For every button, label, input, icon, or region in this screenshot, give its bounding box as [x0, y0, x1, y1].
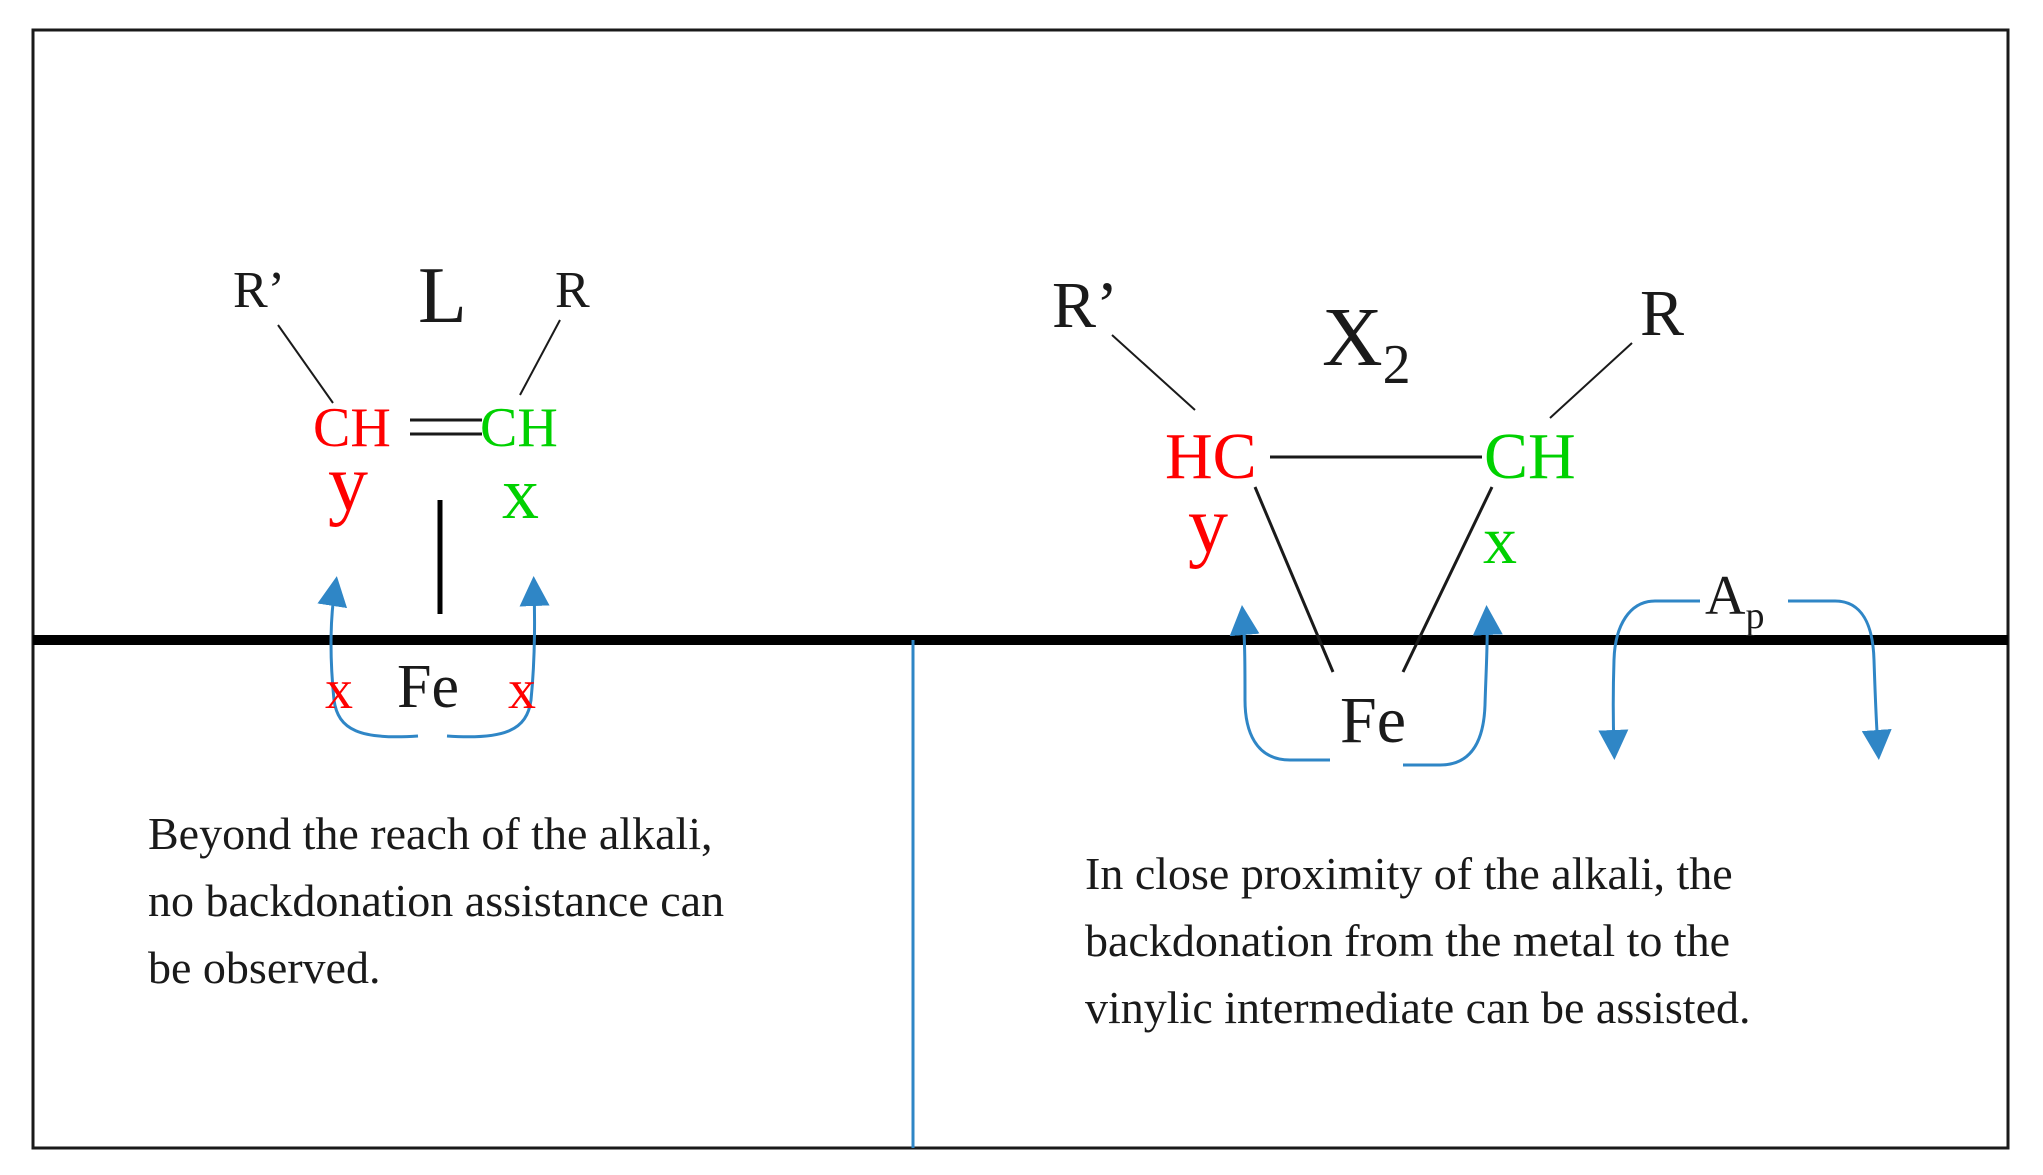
left-r-prime: R’ [233, 262, 285, 319]
left-label: L [418, 252, 467, 340]
left-caption-line: no backdonation assistance can [148, 875, 725, 926]
left-caption: Beyond the reach of the alkali, no backd… [148, 800, 724, 1001]
right-caption: In close proximity of the alkali, the ba… [1085, 840, 1751, 1041]
right-metal-bond-y [1253, 486, 1335, 673]
left-structure: L R’ R CH CH y x Fe x x [233, 252, 590, 739]
right-structure: X2 R’ R HC CH y x Fe Ap [1052, 269, 1892, 767]
promoter-arrow-left [1598, 599, 1700, 760]
right-bond-r [1549, 342, 1633, 419]
right-site-y: y [1188, 482, 1228, 570]
right-arrow-to-x [1403, 605, 1503, 767]
left-bond-r [519, 319, 561, 396]
promoter-label-sub: p [1745, 595, 1764, 637]
right-label: X2 [1322, 291, 1411, 396]
right-caption-line: vinylic intermediate can be assisted. [1085, 982, 1751, 1033]
left-bond-r-prime [277, 324, 334, 404]
right-site-x: x [1483, 502, 1517, 578]
left-caption-line: Beyond the reach of the alkali, [148, 808, 713, 859]
right-label-main: X [1322, 291, 1383, 384]
right-ch-x: CH [1484, 420, 1576, 493]
right-metal: Fe [1340, 684, 1406, 757]
left-metal: Fe [397, 653, 459, 721]
left-arrow-to-y [317, 576, 419, 739]
left-site-x: x [502, 453, 539, 535]
left-site-y: y [328, 440, 368, 528]
right-r-prime: R’ [1052, 269, 1118, 342]
left-r: R [555, 262, 590, 319]
right-metal-bond-x [1401, 486, 1494, 673]
promoter-label: Ap [1705, 565, 1764, 637]
right-hc-y: HC [1165, 420, 1257, 493]
right-arrow-to-y [1229, 605, 1330, 762]
outer-frame [31, 28, 2010, 1150]
left-caption-line: be observed. [148, 942, 381, 993]
right-caption-line: backdonation from the metal to the [1085, 915, 1731, 966]
right-label-sub: 2 [1383, 334, 1411, 396]
left-ch-x: CH [480, 397, 558, 459]
left-arrow-to-x [446, 576, 550, 739]
left-blocked-mark-y: x [325, 659, 353, 721]
promoter-arrow-right [1788, 599, 1892, 760]
left-ch-y: CH [313, 397, 391, 459]
left-blocked-mark-x: x [508, 659, 536, 721]
right-bond-r-prime [1111, 334, 1196, 411]
promoter-label-main: A [1705, 565, 1746, 627]
right-r: R [1640, 277, 1684, 350]
right-caption-line: In close proximity of the alkali, the [1085, 848, 1733, 899]
